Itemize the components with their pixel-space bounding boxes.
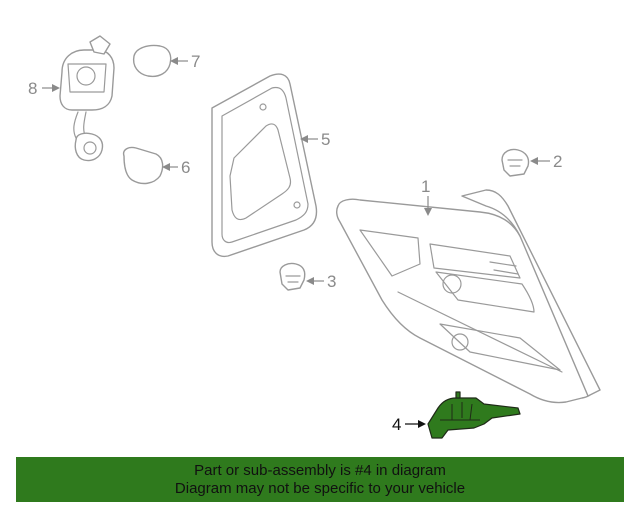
callout-8-label: 8 <box>28 79 37 98</box>
callout-7-label: 7 <box>191 52 200 71</box>
part-7-gasket[interactable] <box>132 44 172 78</box>
callout-1: 1 <box>421 177 432 216</box>
callout-6: 6 <box>162 158 190 177</box>
callout-8: 8 <box>28 79 60 98</box>
callout-2-label: 2 <box>553 152 562 171</box>
callout-2: 2 <box>530 152 562 171</box>
part-6-gasket[interactable] <box>122 146 164 185</box>
part-2-clip[interactable] <box>501 148 530 177</box>
info-banner: Part or sub-assembly is #4 in diagram Di… <box>16 457 624 502</box>
callout-1-label: 1 <box>421 177 430 196</box>
part-4-bracket-highlighted[interactable] <box>427 391 521 439</box>
banner-line-2: Diagram may not be specific to your vehi… <box>174 479 466 497</box>
part-1-tail-lamp[interactable] <box>335 189 601 404</box>
part-8-socket-harness[interactable] <box>59 35 115 162</box>
callout-4-label: 4 <box>392 415 401 434</box>
callout-3-label: 3 <box>327 272 336 291</box>
callout-6-label: 6 <box>181 158 190 177</box>
part-3-clip[interactable] <box>279 262 306 291</box>
callout-4: 4 <box>392 415 426 434</box>
callout-7: 7 <box>170 52 200 71</box>
callout-5: 5 <box>300 130 330 149</box>
callout-3: 3 <box>306 272 336 291</box>
part-5-cover-panel[interactable] <box>211 73 318 258</box>
banner-line-1: Part or sub-assembly is #4 in diagram <box>194 461 446 479</box>
callout-5-label: 5 <box>321 130 330 149</box>
